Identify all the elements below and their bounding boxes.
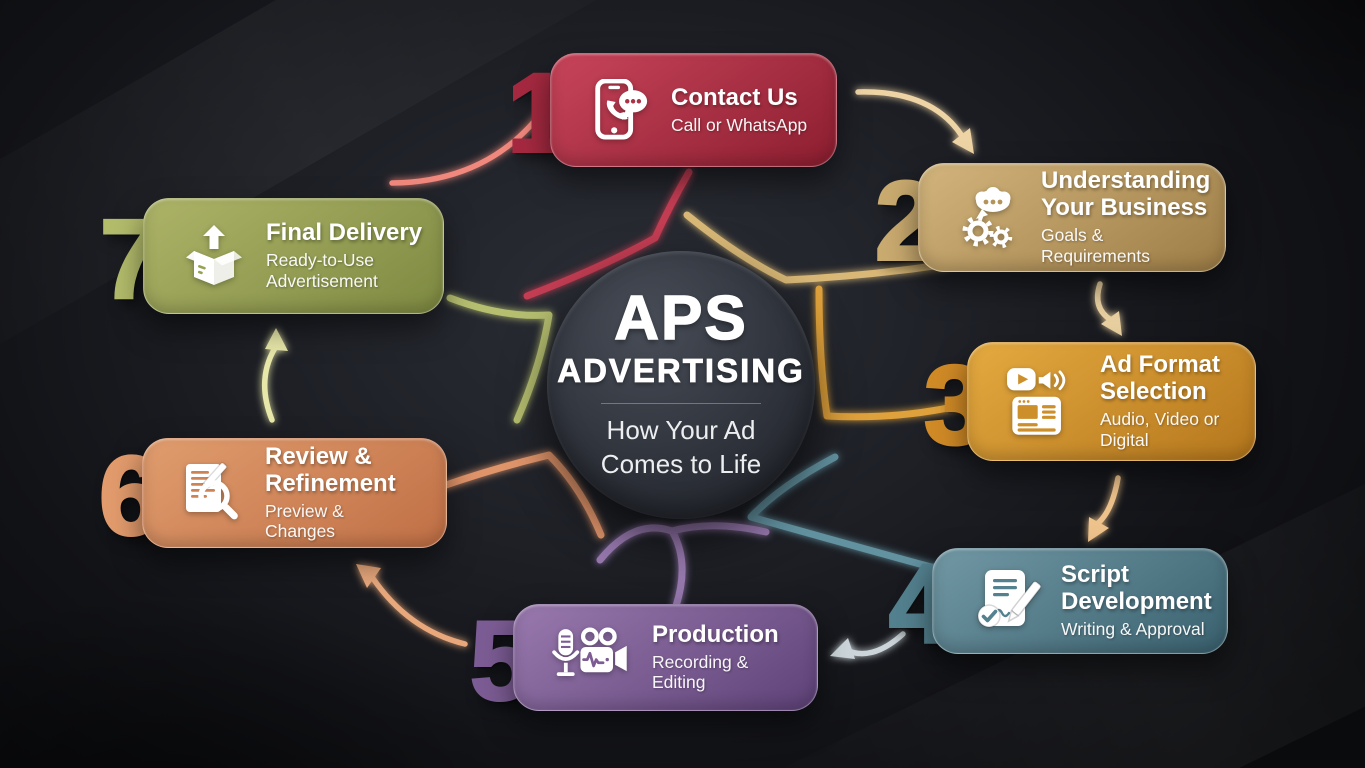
review-magnifier-icon	[181, 461, 245, 525]
step-7-card: Final Delivery Ready-to-Use Advertisemen…	[143, 198, 444, 314]
arrowhead-1-to-2	[952, 128, 974, 154]
brand-name-line2: ADVERTISING	[557, 352, 805, 390]
center-badge: APS ADVERTISING How Your Ad Comes to Lif…	[547, 251, 815, 519]
arrowhead-2-to-3	[1101, 311, 1122, 336]
arrow-6-to-7	[261, 345, 278, 423]
step-7-subtitle: Ready-to-Use Advertisement	[266, 250, 378, 291]
spoke-step-5	[596, 522, 770, 610]
arrow-3-to-4	[1094, 475, 1121, 527]
script-approval-icon	[971, 566, 1041, 636]
step-5-title: Production	[652, 620, 779, 648]
step-1: 1 Contact Us Call or WhatsApp	[505, 53, 837, 170]
step-4-title: Script Development	[1061, 561, 1212, 616]
arrowhead-6-to-7	[265, 328, 288, 351]
step-1-subtitle: Call or WhatsApp	[671, 114, 808, 135]
step-7: 7 Final Delivery Ready-to-Use Advertisem…	[98, 198, 444, 316]
step-6-subtitle: Preview & Changes	[265, 500, 344, 542]
center-subtitle: How Your Ad Comes to Life	[600, 415, 762, 480]
step-3-subtitle: Audio, Video or Digital	[1100, 409, 1220, 450]
arrow-5-to-6	[369, 574, 468, 647]
step-4-subtitle: Writing & Approval	[1061, 619, 1205, 640]
step-5-subtitle: Recording & Editing	[652, 651, 749, 693]
phone-chat-icon	[589, 79, 651, 141]
step-3-title: Ad Format Selection	[1100, 351, 1220, 406]
arrow-2-to-3	[1094, 281, 1114, 323]
step-2-title: Understanding Your Business	[1041, 167, 1211, 222]
step-6: 6 Review & R	[97, 438, 447, 553]
step-7-title: Final Delivery	[266, 219, 423, 247]
step-2: 2 Understanding Your Business Goals & Re…	[873, 163, 1226, 278]
arrowhead-5-to-6	[356, 564, 381, 588]
step-3-card: Ad Format Selection Audio, Video or Digi…	[967, 342, 1256, 461]
step-6-title: Review & Refinement	[265, 442, 396, 497]
chat-gears-icon	[957, 186, 1021, 250]
step-6-card: Review & Refinement Preview & Changes	[142, 438, 447, 548]
step-1-title: Contact Us	[671, 83, 798, 111]
arrowhead-3-to-4	[1088, 517, 1109, 542]
step-4: 4 Script Development	[887, 546, 1228, 661]
divider	[601, 403, 761, 405]
brand-name: APS	[613, 284, 748, 354]
step-4-card: Script Development Writing & Approval	[932, 548, 1228, 654]
arrow-1-to-2	[855, 89, 965, 139]
step-1-card: Contact Us Call or WhatsApp	[550, 53, 837, 167]
step-3: 3 Ad	[922, 342, 1256, 462]
mic-camera-icon	[552, 627, 632, 688]
step-2-card: Understanding Your Business Goals & Requ…	[918, 163, 1226, 272]
arrowhead-4-to-5	[830, 638, 855, 659]
step-5: 5 Production Record	[468, 603, 818, 718]
spoke-step-7	[446, 294, 553, 424]
media-format-icon	[1006, 365, 1080, 439]
step-2-subtitle: Goals & Requirements	[1041, 225, 1150, 266]
step-5-card: Production Recording & Editing	[513, 604, 818, 711]
delivery-box-icon	[182, 224, 246, 288]
